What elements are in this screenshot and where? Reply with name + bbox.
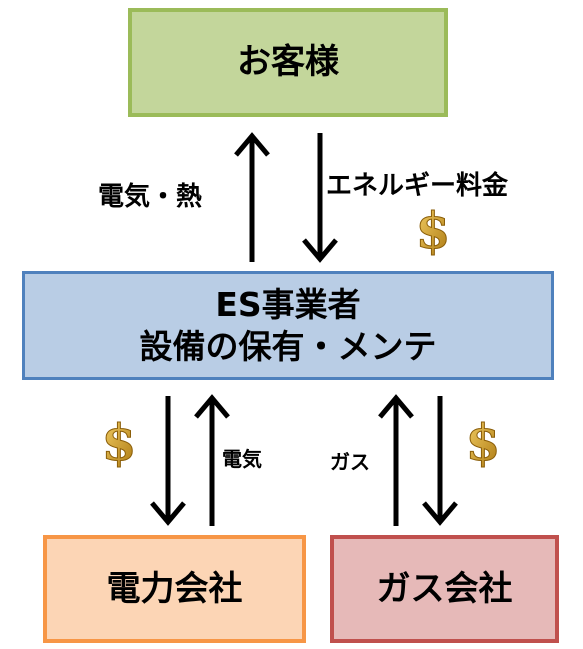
dollar-sign-icon: $: [101, 413, 137, 469]
arrow-gas-to-es: [378, 394, 414, 526]
power-company-label: 電力会社: [106, 568, 243, 609]
label-electricity: 電気: [222, 447, 262, 471]
customer-box: お客様: [128, 8, 448, 117]
label-gas: ガス: [330, 450, 370, 474]
arrow-es-to-gas: [422, 396, 458, 526]
dollar-sign-icon: $: [415, 201, 451, 257]
es-provider-title: ES事業者: [215, 285, 361, 325]
customer-label: お客様: [237, 42, 339, 83]
arrow-es-to-power: [150, 396, 186, 526]
dollar-sign-icon: $: [465, 413, 501, 469]
svg-text:$: $: [466, 413, 501, 468]
svg-text:$: $: [416, 201, 451, 256]
power-company-box: 電力会社: [43, 535, 306, 643]
es-provider-box: ES事業者 設備の保有・メンテ: [22, 271, 554, 380]
label-electricity-heat: 電気・熱: [98, 182, 203, 212]
arrow-es-to-customer: [234, 132, 270, 262]
gas-company-box: ガス会社: [330, 535, 559, 643]
es-provider-subtitle: 設備の保有・メンテ: [139, 326, 437, 366]
label-energy-fee: エネルギー料金: [326, 171, 509, 201]
gas-company-label: ガス会社: [376, 568, 513, 609]
arrow-customer-to-es: [302, 133, 338, 263]
svg-text:$: $: [102, 413, 137, 468]
arrow-power-to-es: [194, 394, 230, 526]
